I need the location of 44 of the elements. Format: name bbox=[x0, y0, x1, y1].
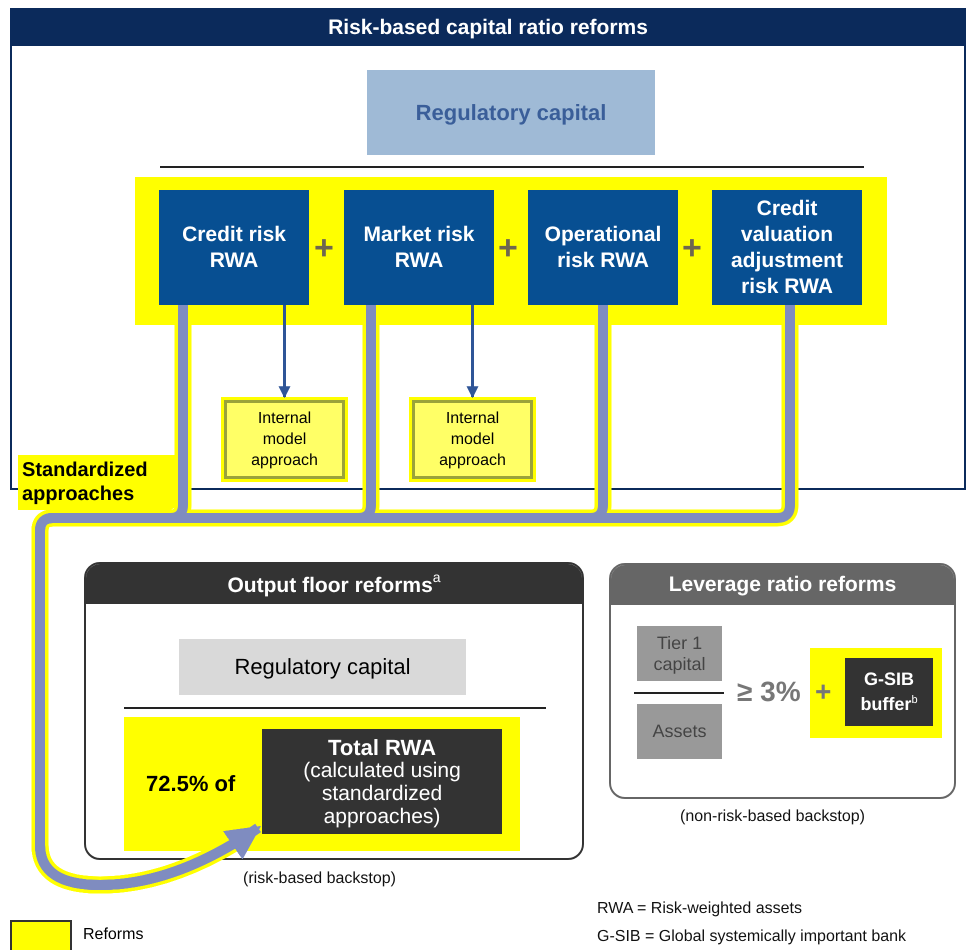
rwa-box bbox=[262, 729, 502, 834]
box-label: Regulatory capital bbox=[234, 654, 411, 680]
box-label: Market risk RWA bbox=[362, 222, 476, 274]
caption-text: (risk-based backstop) bbox=[243, 870, 396, 888]
plus-sign: + bbox=[682, 233, 702, 263]
box-label: Credit valuation adjustment risk RWA bbox=[730, 196, 844, 300]
box-label: Operational risk RWA bbox=[544, 222, 662, 274]
percentage-text: 72.5% of bbox=[146, 770, 236, 798]
box-label: Assets bbox=[652, 721, 707, 742]
panel bbox=[609, 563, 956, 799]
ratio-box bbox=[637, 704, 722, 759]
box-label: Regulatory capital bbox=[416, 100, 606, 126]
legend-text: Reforms bbox=[83, 926, 144, 944]
box-label: Internal model approach bbox=[438, 409, 507, 471]
ratio-text: ≥ 3% bbox=[737, 676, 801, 708]
reform-box bbox=[124, 717, 520, 851]
box-label: G-SIB buffer$^{b}$ bbox=[859, 669, 919, 715]
abbreviation-note: G-SIB = Global systemically important bank bbox=[597, 928, 906, 946]
plus-sign: + bbox=[314, 233, 334, 263]
box-title: Total RWA bbox=[328, 736, 436, 758]
buffer-box bbox=[845, 658, 933, 726]
plus-sign: + bbox=[498, 233, 518, 263]
capital-box bbox=[367, 70, 655, 155]
panel-heading: Output floor reforms$^{a}$ bbox=[227, 570, 441, 598]
rwa-box bbox=[528, 190, 678, 305]
approach-box bbox=[221, 397, 348, 482]
rwa-box bbox=[344, 190, 494, 305]
caption-text: (non-risk-based backstop) bbox=[680, 808, 865, 826]
arrow bbox=[466, 305, 478, 398]
rwa-box bbox=[712, 190, 862, 305]
arrow bbox=[278, 305, 290, 398]
box-label: Internal model approach bbox=[250, 409, 319, 471]
approach-box bbox=[409, 397, 536, 482]
ratio-box bbox=[637, 626, 722, 681]
panel-heading: Risk-based capital ratio reforms bbox=[328, 16, 648, 40]
box-note: (calculated using standardized approaches) bbox=[302, 758, 462, 828]
ratio-text: + bbox=[815, 676, 832, 708]
box-label: Tier 1 capital bbox=[652, 632, 707, 674]
rwa-box bbox=[159, 190, 309, 305]
box-label: Credit risk RWA bbox=[181, 222, 287, 274]
panel bbox=[84, 562, 584, 860]
panel-heading: Leverage ratio reforms bbox=[668, 573, 896, 597]
abbreviation-note: RWA = Risk-weighted assets bbox=[597, 900, 802, 918]
capital-box bbox=[179, 639, 466, 695]
